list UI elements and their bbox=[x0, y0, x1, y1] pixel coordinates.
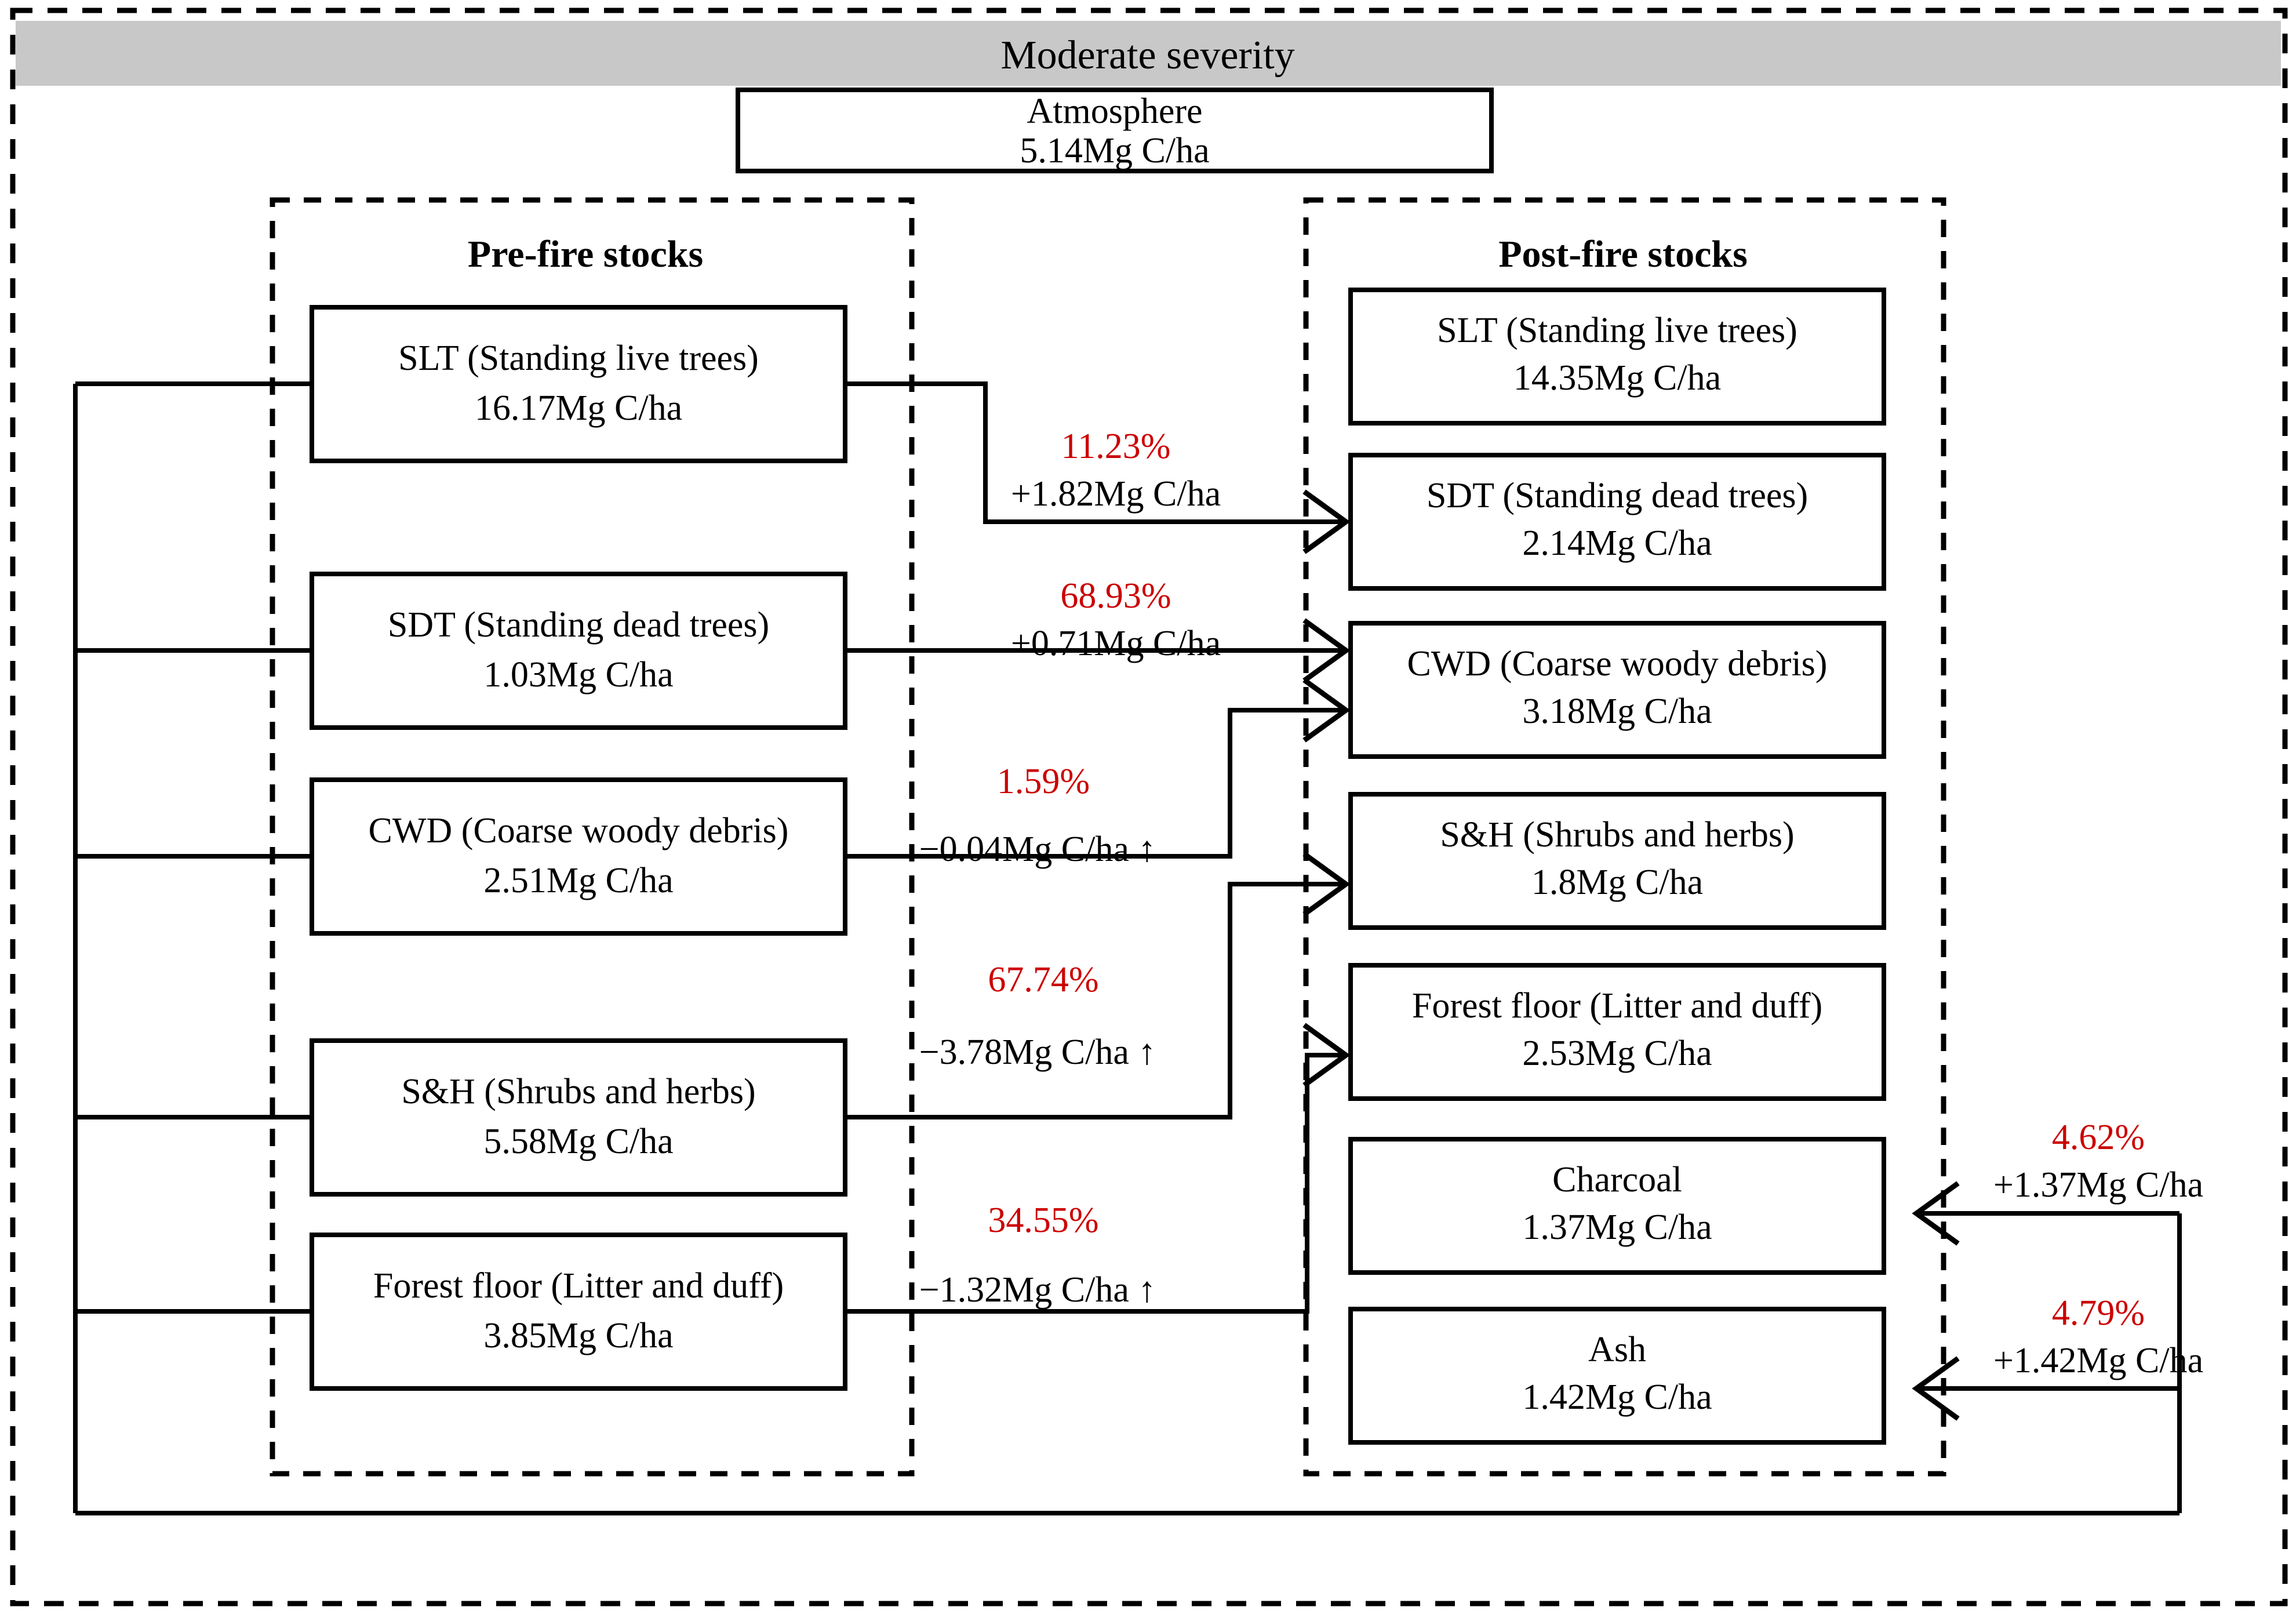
flow-cwd-percent: 1.59% bbox=[997, 762, 1090, 801]
post-stock-box-sh: S&H (Shrubs and herbs) 1.8Mg C/ha bbox=[1348, 792, 1886, 930]
flow-label-sh-to-ff: 67.74% −3.78Mg C/ha ↑ bbox=[919, 960, 1156, 1072]
arrowhead-sh bbox=[1302, 852, 1351, 917]
pre-cwd-name: CWD (Coarse woody debris) bbox=[369, 811, 789, 850]
post-stock-box-sdt: SDT (Standing dead trees) 2.14Mg C/ha bbox=[1348, 453, 1886, 591]
flow-label-ff-to-ff: 34.55% −1.32Mg C/ha ↑ bbox=[919, 1201, 1156, 1310]
pre-slt-value: 16.17Mg C/ha bbox=[475, 388, 682, 428]
flow-ff-amount: −1.32Mg C/ha ↑ bbox=[919, 1270, 1156, 1310]
flow-cwd-amount: −0.04Mg C/ha ↑ bbox=[919, 830, 1156, 869]
flow-ash-amount: +1.42Mg C/ha bbox=[1993, 1341, 2203, 1380]
flow-sdt-percent: 68.93% bbox=[1060, 576, 1171, 616]
pre-slt-name: SLT (Standing live trees) bbox=[398, 339, 759, 378]
post-ff-name: Forest floor (Litter and duff) bbox=[1412, 986, 1822, 1026]
post-sh-value: 1.8Mg C/ha bbox=[1531, 863, 1703, 902]
flow-label-atm-to-ash: 4.79% +1.42Mg C/ha bbox=[1993, 1293, 2203, 1380]
post-fire-panel-title: Post-fire stocks bbox=[1498, 233, 1748, 275]
pre-stock-box-slt: SLT (Standing live trees) 16.17Mg C/ha bbox=[310, 305, 847, 463]
flow-charcoal-percent: 4.62% bbox=[2052, 1118, 2145, 1157]
arrowhead-cwd2 bbox=[1302, 678, 1351, 743]
flow-label-cwd-to-cwd: 1.59% −0.04Mg C/ha ↑ bbox=[919, 762, 1156, 869]
post-cwd-name: CWD (Coarse woody debris) bbox=[1407, 644, 1828, 684]
pre-stock-box-cwd: CWD (Coarse woody debris) 2.51Mg C/ha bbox=[310, 777, 847, 936]
pre-ff-value: 3.85Mg C/ha bbox=[483, 1316, 673, 1355]
flow-ash-percent: 4.79% bbox=[2052, 1293, 2145, 1333]
arrowhead-sdt bbox=[1302, 489, 1351, 554]
connector-ff-to-ff bbox=[845, 1053, 1344, 1314]
arrowhead-ff bbox=[1302, 1023, 1351, 1088]
post-sdt-name: SDT (Standing dead trees) bbox=[1427, 476, 1808, 515]
flow-slt-amount: +1.82Mg C/ha bbox=[1011, 474, 1221, 514]
left-return-bus bbox=[73, 381, 2182, 1515]
pre-cwd-value: 2.51Mg C/ha bbox=[483, 861, 673, 900]
pre-sdt-value: 1.03Mg C/ha bbox=[483, 655, 673, 695]
post-sh-name: S&H (Shrubs and herbs) bbox=[1440, 815, 1794, 855]
post-stock-box-slt: SLT (Standing live trees) 14.35Mg C/ha bbox=[1348, 288, 1886, 426]
pre-sh-value: 5.58Mg C/ha bbox=[483, 1122, 673, 1161]
pre-sdt-name: SDT (Standing dead trees) bbox=[388, 605, 769, 645]
post-charcoal-value: 1.37Mg C/ha bbox=[1522, 1208, 1712, 1247]
atmosphere-box bbox=[736, 88, 1494, 173]
pre-fire-panel-title: Pre-fire stocks bbox=[468, 233, 703, 275]
arrowheads bbox=[1302, 489, 1960, 1421]
severity-title: Moderate severity bbox=[1000, 33, 1294, 78]
arrowhead-charcoal bbox=[1912, 1181, 1960, 1246]
post-ff-value: 2.53Mg C/ha bbox=[1522, 1034, 1712, 1073]
flow-sh-percent: 67.74% bbox=[988, 960, 1098, 999]
post-fire-panel bbox=[1303, 197, 1946, 1477]
flow-label-slt-to-sdt: 11.23% +1.82Mg C/ha bbox=[1011, 427, 1221, 514]
severity-band bbox=[16, 21, 2281, 86]
connector-sh-to-sh bbox=[845, 882, 1344, 1119]
atmosphere-value: 5.14Mg C/ha bbox=[1020, 131, 1209, 170]
flow-sdt-amount: +0.71Mg C/ha bbox=[1011, 624, 1221, 663]
flow-slt-percent: 11.23% bbox=[1061, 427, 1171, 466]
post-stock-box-ash: Ash 1.42Mg C/ha bbox=[1348, 1307, 1886, 1445]
post-cwd-value: 3.18Mg C/ha bbox=[1522, 692, 1712, 731]
post-stock-box-charcoal: Charcoal 1.37Mg C/ha bbox=[1348, 1137, 1886, 1275]
post-ash-name: Ash bbox=[1588, 1330, 1646, 1369]
outer-dashed-frame bbox=[10, 8, 2288, 1606]
pre-ff-name: Forest floor (Litter and duff) bbox=[373, 1266, 784, 1306]
flow-sh-amount: −3.78Mg C/ha ↑ bbox=[919, 1033, 1156, 1072]
post-stock-box-cwd: CWD (Coarse woody debris) 3.18Mg C/ha bbox=[1348, 621, 1886, 759]
flow-ff-percent: 34.55% bbox=[988, 1201, 1098, 1240]
pre-fire-panel bbox=[270, 197, 915, 1477]
post-slt-name: SLT (Standing live trees) bbox=[1437, 311, 1797, 350]
flow-label-atm-to-charcoal: 4.62% +1.37Mg C/ha bbox=[1993, 1118, 2203, 1205]
post-slt-value: 14.35Mg C/ha bbox=[1513, 358, 1721, 398]
post-charcoal-name: Charcoal bbox=[1552, 1160, 1682, 1199]
flow-label-sdt-to-cwd: 68.93% +0.71Mg C/ha bbox=[1011, 576, 1221, 663]
pre-stock-box-sdt: SDT (Standing dead trees) 1.03Mg C/ha bbox=[310, 572, 847, 730]
pre-stock-box-sh: S&H (Shrubs and herbs) 5.58Mg C/ha bbox=[310, 1038, 847, 1197]
atmosphere-name: Atmosphere bbox=[1027, 92, 1202, 131]
arrowhead-cwd1 bbox=[1302, 618, 1351, 683]
post-stock-box-ff: Forest floor (Litter and duff) 2.53Mg C/… bbox=[1348, 963, 1886, 1101]
flow-connectors bbox=[845, 381, 2182, 1391]
pre-stock-box-ff: Forest floor (Litter and duff) 3.85Mg C/… bbox=[310, 1233, 847, 1391]
pre-sh-name: S&H (Shrubs and herbs) bbox=[401, 1072, 755, 1111]
post-sdt-value: 2.14Mg C/ha bbox=[1522, 524, 1712, 563]
arrowhead-ash bbox=[1912, 1356, 1960, 1421]
post-ash-value: 1.42Mg C/ha bbox=[1522, 1377, 1712, 1417]
connector-cwd-to-cwd bbox=[845, 708, 1344, 859]
flow-charcoal-amount: +1.37Mg C/ha bbox=[1993, 1165, 2203, 1205]
connector-slt-to-sdt bbox=[845, 381, 1344, 524]
